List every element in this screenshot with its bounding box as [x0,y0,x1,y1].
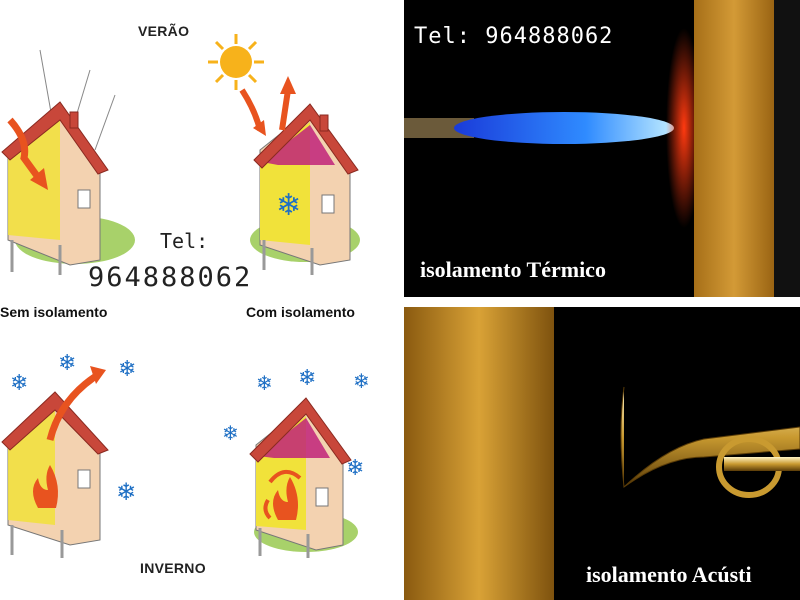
snowflake-icon: ❄ [276,188,301,223]
photo-phone-number: Tel: 964888062 [414,24,614,49]
house-winter-insulated: ❄ ❄ ❄ ❄ ❄ [222,366,370,558]
heat-arrow-icon [7,117,43,183]
acoustic-insulation-photo: isolamento Acústi [404,307,800,600]
svg-text:❄: ❄ [256,371,273,395]
svg-text:❄: ❄ [346,456,364,481]
flame-icon [33,465,58,508]
svg-text:❄: ❄ [222,421,239,445]
svg-text:❄: ❄ [10,371,28,396]
phone-prefix: Tel: [160,229,209,253]
acoustic-insulation-label: isolamento Acústi [586,562,752,587]
sun-icon [208,34,264,90]
svg-text:❄: ❄ [116,478,136,506]
winter-label: INVERNO [140,560,206,576]
phone-number: 964888062 [88,262,253,293]
with-insulation-caption: Com isolamento [246,304,355,320]
svg-text:❄: ❄ [58,351,76,376]
summer-label: VERÃO [138,23,190,39]
house-summer-insulated: ❄ [239,76,360,275]
thermal-insulation-photo: Tel: 964888062 isolamento Térmico [404,0,800,297]
without-insulation-caption: Sem isolamento [0,304,108,320]
svg-text:❄: ❄ [298,366,316,391]
insulation-diagram: VERÃO INVERNO Sem isolamento Com isolame… [0,23,370,576]
svg-text:❄: ❄ [118,357,136,382]
house-summer-uninsulated [1,49,135,275]
house-winter-uninsulated: ❄ ❄ ❄ ❄ [1,351,136,558]
svg-text:❄: ❄ [353,369,370,393]
thermal-insulation-label: isolamento Térmico [420,257,606,282]
